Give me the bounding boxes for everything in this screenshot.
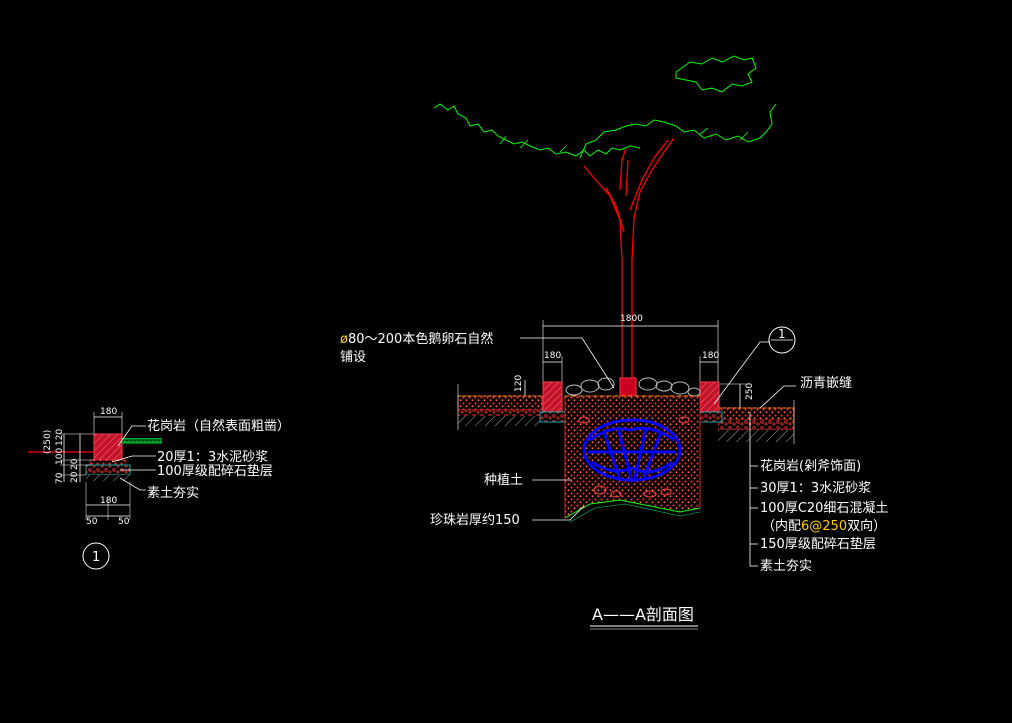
label-perlite: 珍珠岩厚约150 <box>430 513 520 528</box>
curb-right <box>699 381 720 413</box>
section-marker-circle <box>768 326 796 354</box>
label-mortar: 20厚1：3水泥砂浆 <box>157 450 268 465</box>
dim-250: 250 <box>745 383 755 400</box>
label-rebar-open: （内配 <box>762 518 801 534</box>
label-planting-soil: 种植土 <box>484 473 523 488</box>
root-stones <box>578 416 690 498</box>
dim-100: 100 <box>55 448 65 465</box>
dim-70: 70 <box>55 472 65 484</box>
svg-text:（内配6@250双向）: （内配6@250双向） <box>762 518 886 534</box>
soil-left <box>458 416 542 426</box>
dim-180-top: 180 <box>100 407 117 417</box>
soil-right <box>718 430 794 442</box>
label-granite: 花岗岩（自然表面粗凿） <box>147 418 290 434</box>
label-soil: 素土夯实 <box>147 486 199 501</box>
label-concrete: 100厚C20细石混凝土 <box>760 500 888 516</box>
label-mortar: 30厚1：3水泥砂浆 <box>760 481 871 496</box>
soil-layer <box>86 475 130 481</box>
leader-soil <box>119 477 146 491</box>
leader-asphalt <box>759 385 796 409</box>
leader-marker <box>713 341 770 405</box>
leader-mortar <box>111 455 156 463</box>
label-asphalt: 沥青嵌缝 <box>800 376 852 391</box>
detail-1: 180 (250) 120 100 70 20 20 180 50 50 <box>28 407 290 570</box>
paving-left <box>457 395 543 411</box>
dim-120: 120 <box>514 375 524 392</box>
foliage-mid <box>579 103 777 159</box>
foliage-top <box>675 55 757 93</box>
root-ball <box>582 418 682 483</box>
dim-120: 120 <box>55 429 65 446</box>
section-a-a: 1800 180 180 120 250 <box>340 55 888 630</box>
dim-180-bottom: 180 <box>100 496 117 506</box>
svg-text:ø80～200本色鹅卵石自然: ø80～200本色鹅卵石自然 <box>340 331 493 347</box>
dim-250: (250) <box>43 430 53 454</box>
curb-right-base <box>696 411 723 423</box>
curb-left <box>542 381 563 413</box>
mortar-layer <box>89 459 127 466</box>
tree-trunk <box>583 137 675 418</box>
section-marker-number: 1 <box>778 327 786 341</box>
dim-20: 20 <box>70 458 80 470</box>
leader-perlite <box>532 505 585 521</box>
label-gravel: 100厚级配碎石垫层 <box>157 463 273 479</box>
perlite-line-2 <box>569 503 701 523</box>
label-pebble-2: 铺设 <box>340 350 366 365</box>
leader-granite <box>117 425 146 447</box>
detail-marker-number: 1 <box>92 550 100 565</box>
dim-50-right: 50 <box>118 517 130 527</box>
gravel-left <box>458 410 542 416</box>
foliage-left <box>433 103 641 157</box>
label-soil: 素土夯实 <box>760 559 812 574</box>
dim-50-left: 50 <box>86 517 98 527</box>
dim-20b: 20 <box>70 471 80 483</box>
gravel-right <box>718 420 794 430</box>
label-rebar-close: 双向） <box>847 518 886 534</box>
label-gravel: 150厚级配碎石垫层 <box>760 536 876 552</box>
curb-left-base <box>539 411 566 423</box>
granite-block <box>93 433 123 461</box>
paving-right <box>717 407 795 421</box>
grass-strip <box>122 438 162 444</box>
foliage-branches <box>499 127 749 153</box>
label-rebar-spec: 6@250 <box>801 519 847 534</box>
leader-pebble <box>520 337 615 389</box>
pebble-diameter-symbol: ø <box>340 332 348 347</box>
label-granite-axe: 花岗岩(剁斧饰面) <box>760 458 861 474</box>
detail-marker-circle <box>82 542 110 570</box>
dim-180-left: 180 <box>544 351 561 361</box>
pebbles <box>565 377 701 397</box>
section-title: A——A剖面图 <box>592 605 694 624</box>
label-pebble-1: 80～200本色鹅卵石自然 <box>348 331 493 347</box>
dim-180-right: 180 <box>702 351 719 361</box>
dim-1800: 1800 <box>620 314 643 324</box>
